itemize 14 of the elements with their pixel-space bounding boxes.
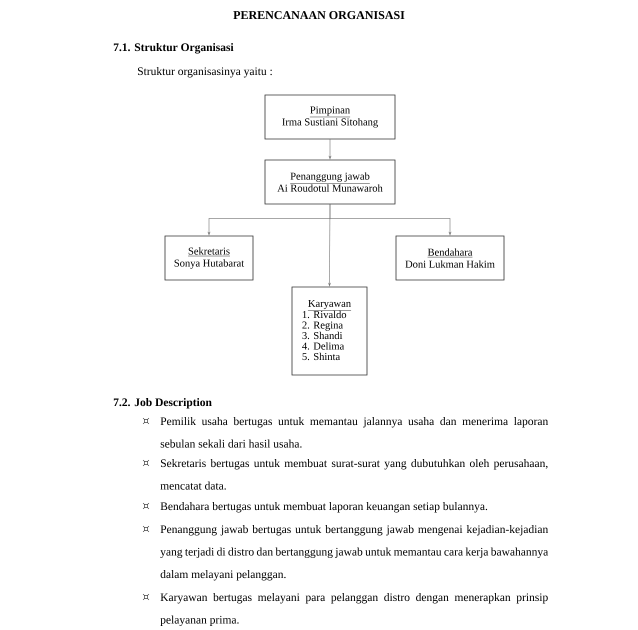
section-heading: 7.1. Struktur Organisasi	[114, 43, 234, 54]
org-box: Karyawan 1. Rivaldo 2. Regina 3. Shandi 4. Delima 5. Shinta	[292, 286, 368, 376]
bullet-text: Bendahara bertugas untuk membuat laporan keuangan setiap bulannya.	[160, 502, 488, 512]
org-box: Bendahara Doni Lukman Hakim	[396, 236, 504, 280]
bullet-text: Penanggung jawab bertugas untuk bertanggung jawab mengenai kejadian-kejadian yang terjadi di distro dan bertanggung jawab untuk memantau cara kerja bawahannya dalam melayani pelanggan.	[160, 525, 548, 580]
org-box: Sekretaris Sonya Hutabarat	[164, 236, 254, 280]
org-box: Pimpinan Irma Sustiani Sitohang	[264, 94, 396, 140]
section-heading: 7.2. Job Description	[114, 398, 212, 408]
bullet-text: Pemilik usaha bertugas untuk memantau jalannya usaha dan menerima laporan sebulan sekali dari hasil usaha.	[160, 417, 548, 448]
bullet-text: Karyawan bertugas melayani para pelanggan distro dengan menerapkan prinsip pelayanan prima.	[160, 593, 548, 626]
intro-text: Struktur organisasinya yaitu :	[138, 67, 272, 78]
bullet-text: Sekretaris bertugas untuk membuat surat-surat yang dubutuhkan oleh perusahaan, mencatat data.	[160, 459, 548, 490]
title: PERENCANAAN ORGANISASI	[233, 11, 404, 20]
org-box: Penanggung jawab Ai Roudotul Munawaroh	[264, 160, 396, 204]
